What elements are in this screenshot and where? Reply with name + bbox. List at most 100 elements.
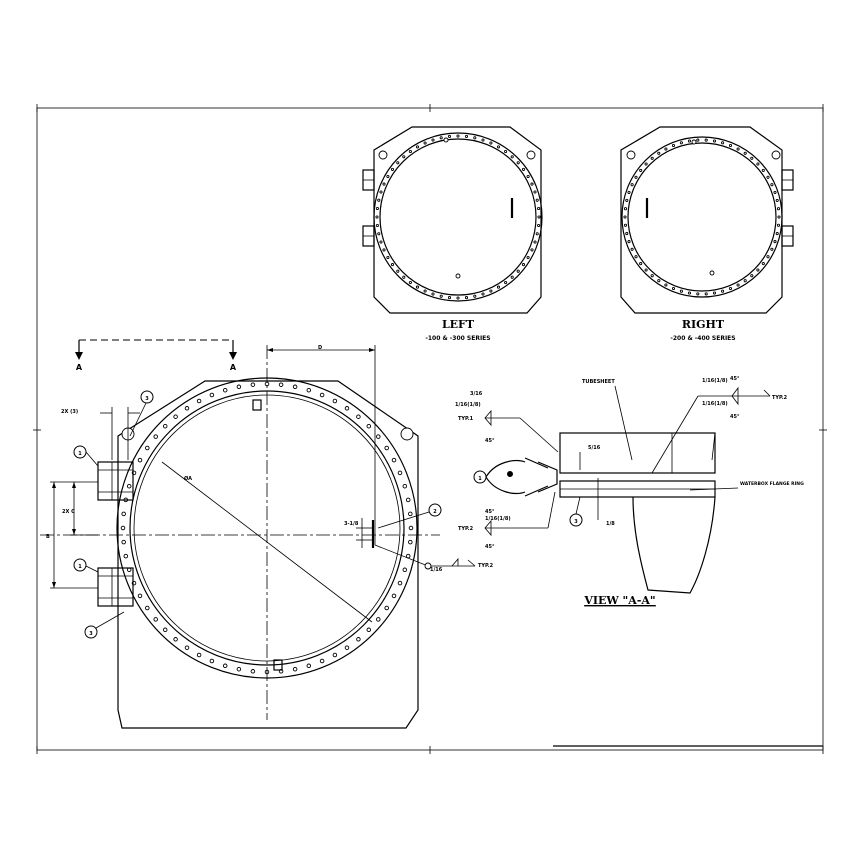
bolt-hole bbox=[408, 511, 413, 517]
bolt-hole bbox=[377, 198, 381, 202]
typ2-section-bottom: TYP.2 bbox=[458, 526, 474, 532]
bolt-hole bbox=[196, 398, 202, 404]
bolt-hole bbox=[402, 567, 408, 573]
bolt-hole bbox=[396, 269, 400, 273]
weld-pair-left-top: 1/16(1/8) bbox=[455, 402, 481, 408]
bolt-hole bbox=[526, 174, 530, 179]
bolt-hole bbox=[137, 457, 143, 463]
bolt-hole bbox=[332, 652, 338, 658]
bolt-hole bbox=[126, 483, 132, 489]
bolt-hole bbox=[481, 138, 485, 142]
bolt-hole bbox=[423, 141, 427, 145]
bolt-hole bbox=[489, 289, 493, 293]
left-view-bolt-circle bbox=[375, 134, 541, 300]
bolt-hole bbox=[439, 294, 443, 298]
bolt-hole bbox=[761, 262, 765, 266]
bolt-hole bbox=[756, 268, 760, 272]
bolt-hole bbox=[644, 268, 648, 272]
bolt-hole bbox=[671, 143, 676, 148]
bolt-hole bbox=[356, 414, 361, 419]
bolt-hole bbox=[773, 240, 777, 244]
bolt-hole bbox=[627, 240, 631, 244]
top-lug bbox=[252, 399, 262, 411]
bolt-hole bbox=[431, 292, 435, 296]
bolt-hole bbox=[623, 223, 628, 227]
balloon-2: 2 bbox=[433, 509, 437, 515]
bolt-hole bbox=[319, 658, 325, 664]
bolt-hole bbox=[671, 286, 676, 291]
bolt-hole bbox=[687, 291, 692, 295]
upper-nozzle bbox=[97, 461, 134, 501]
sheet-border bbox=[33, 104, 827, 754]
bolt-hole bbox=[504, 280, 508, 285]
bolt-hole bbox=[384, 445, 389, 451]
bolt-hole bbox=[306, 387, 312, 393]
left-view: LEFT -100 & -300 SERIES bbox=[362, 126, 543, 342]
bolt-hole bbox=[196, 652, 202, 658]
left-view-title: LEFT bbox=[442, 318, 475, 331]
bolt-hole bbox=[743, 151, 747, 155]
right-view-bolt-circle bbox=[623, 138, 781, 296]
bolt-hole bbox=[375, 223, 379, 228]
bolt-hole bbox=[650, 156, 654, 160]
bolt-hole bbox=[408, 525, 414, 531]
dim-1-8: 1/8 bbox=[606, 521, 615, 527]
bolt-hole bbox=[375, 215, 379, 219]
bolt-hole bbox=[121, 539, 126, 545]
right-view-subtitle: -200 & -400 SERIES bbox=[670, 335, 735, 342]
bolt-hole bbox=[696, 292, 700, 296]
bolt-hole bbox=[236, 384, 242, 390]
bolt-hole bbox=[121, 511, 126, 517]
bolt-hole bbox=[408, 539, 413, 545]
section-balloon-1: 1 bbox=[478, 476, 482, 482]
bolt-hole bbox=[657, 279, 661, 283]
bolt-hole bbox=[408, 280, 412, 285]
bolt-hole bbox=[250, 669, 256, 674]
weld-pair-top-right: 1/16(1/8) bbox=[702, 378, 728, 384]
bolt-hole bbox=[537, 206, 541, 211]
bolt-hole bbox=[521, 263, 526, 267]
bolt-hole bbox=[504, 149, 508, 154]
bolt-hole bbox=[773, 190, 777, 194]
bolt-hole bbox=[776, 207, 781, 211]
bolt-hole bbox=[777, 215, 781, 219]
left-view-subtitle: -100 & -300 SERIES bbox=[425, 335, 490, 342]
bolt-hole bbox=[384, 605, 389, 611]
typ2-section-top: TYP.2 bbox=[772, 395, 788, 401]
bolt-hole bbox=[650, 274, 654, 278]
dim-2x-c: 2X C bbox=[62, 509, 75, 515]
lower-nozzle bbox=[97, 567, 134, 607]
bolt-hole bbox=[153, 434, 158, 439]
right-view: RIGHT -200 & -400 SERIES bbox=[620, 126, 794, 342]
bolt-hole bbox=[639, 168, 643, 172]
balloon-3-top: 3 bbox=[145, 396, 149, 402]
bolt-hole bbox=[530, 182, 534, 186]
bolt-hole bbox=[402, 155, 406, 159]
bolt-hole bbox=[222, 387, 228, 393]
bolt-hole bbox=[390, 167, 395, 171]
bolt-hole bbox=[516, 161, 520, 165]
bolt-hole bbox=[439, 136, 443, 140]
bolt-hole bbox=[344, 406, 350, 411]
bolt-hole bbox=[756, 162, 760, 166]
weld-1-16: 1/16 bbox=[430, 567, 443, 573]
angle-45-right-bottom: 45° bbox=[730, 414, 740, 420]
bolt-hole bbox=[402, 275, 406, 279]
tubesheet-block bbox=[559, 432, 716, 474]
bolt-hole bbox=[533, 240, 537, 244]
bolt-hole bbox=[630, 183, 634, 187]
bolt-hole bbox=[521, 167, 526, 171]
bolt-hole bbox=[473, 136, 477, 140]
bolt-hole bbox=[356, 637, 361, 642]
bolt-hole bbox=[382, 182, 386, 186]
bolt-hole bbox=[630, 247, 634, 251]
bolt-hole bbox=[704, 292, 708, 296]
bolt-hole bbox=[775, 232, 779, 236]
weld-pair-left-bottom: 1/16(1/8) bbox=[485, 516, 511, 522]
section-line-a-a: A A bbox=[75, 339, 237, 372]
balloon-3-bottom: 3 bbox=[89, 631, 93, 637]
bolt-hole bbox=[447, 134, 452, 138]
bolt-hole bbox=[530, 248, 534, 252]
dim-3-1-8: 3-1/8 bbox=[344, 521, 359, 527]
bolt-hole bbox=[408, 149, 412, 154]
